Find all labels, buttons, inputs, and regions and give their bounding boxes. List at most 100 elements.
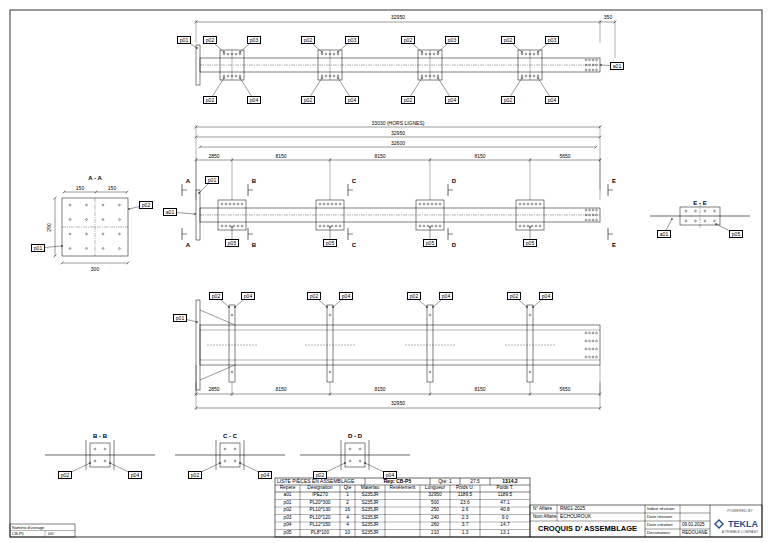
table-rule: [275, 529, 530, 530]
drawing-label: Revêtement: [390, 486, 416, 491]
stiffener: [229, 305, 235, 382]
drawing-label: 150: [108, 186, 116, 191]
tekla-logo: [716, 521, 722, 527]
dimension-tick: [127, 262, 130, 265]
bolt-hole: [425, 53, 427, 55]
bolt-hole: [321, 53, 323, 55]
drawing-label: Qté: 1: [438, 479, 452, 484]
leader-line: [411, 78, 422, 96]
bolt-hole: [519, 203, 521, 205]
bolt-hole: [695, 220, 697, 222]
section-arrow: [608, 190, 613, 191]
tekla-logo: [714, 519, 724, 529]
leader-dot: [671, 218, 673, 220]
leader-dot: [521, 51, 523, 53]
drawing-label: 1314.2: [502, 479, 517, 484]
drawing-label: D: [452, 242, 456, 248]
leader-line: [129, 207, 139, 209]
bolt-hole: [704, 220, 706, 222]
bolt-hole: [94, 448, 96, 450]
drawing-label: 1: [346, 493, 349, 498]
part-mark: p04: [339, 292, 353, 300]
splice-plate: [220, 443, 240, 467]
splice-plate: [316, 200, 344, 230]
bolt-hole: [439, 225, 441, 227]
drawing-label: Repère: [280, 486, 296, 491]
part-mark-text: p05: [526, 240, 534, 246]
bolt-hole: [596, 59, 598, 61]
leader-dot: [426, 306, 428, 308]
dimension-tick: [95, 191, 98, 194]
sheet-frame: [10, 10, 762, 537]
part-mark-text: p03: [348, 37, 356, 43]
title-rule: [530, 513, 645, 514]
leader-dot: [432, 306, 434, 308]
part-mark-text: p03: [448, 37, 456, 43]
drawing-label: a01: [283, 493, 291, 498]
bolt-hole: [69, 248, 71, 250]
bolt-hole: [592, 209, 594, 211]
table-rule: [430, 478, 431, 485]
leader-line: [319, 300, 327, 307]
drawing-label: Matériau: [361, 486, 380, 491]
bolt-hole: [596, 219, 598, 221]
drawing-label: 32950: [391, 401, 405, 406]
leader-dot: [61, 245, 63, 247]
drawing-label: B: [252, 242, 256, 248]
stiffener: [427, 305, 433, 382]
part-mark: p03: [545, 36, 559, 44]
leader-line: [311, 78, 322, 96]
bolt-hole: [521, 53, 523, 55]
leader-dot: [421, 77, 423, 79]
hidden-line: [305, 345, 355, 346]
part-mark: p05: [729, 230, 743, 238]
bolt-hole: [589, 219, 591, 221]
part-mark-text: p02: [310, 293, 318, 299]
center-line: [700, 203, 701, 229]
bolt-hole: [427, 203, 429, 205]
bolt-hole: [537, 53, 539, 55]
bolt-hole: [589, 348, 591, 350]
drawing-label: 260: [431, 523, 439, 528]
bolt-hole: [539, 225, 541, 227]
bolt-hole: [86, 248, 88, 250]
dimension-tick: [595, 146, 598, 149]
leader-dot: [437, 77, 439, 79]
drawing-label: Longueur: [425, 486, 445, 491]
drawing-label: Nom Affaire: [533, 515, 556, 520]
drawing-label: 4: [346, 516, 349, 521]
drawing-label: 3.7: [462, 523, 469, 528]
dimension-tick: [126, 191, 129, 194]
hidden-line: [405, 345, 455, 346]
part-mark-text: p05: [326, 240, 334, 246]
bolt-hole: [227, 53, 229, 55]
drawing-label: 300: [91, 267, 99, 272]
hidden-line: [207, 345, 257, 346]
leader-dot: [529, 226, 531, 228]
drawing-label: 1189.5: [458, 493, 472, 498]
drawing-label: B - B: [93, 433, 107, 439]
leader-dot: [231, 226, 233, 228]
section-arrow: [348, 190, 353, 191]
drawing-label: 240: [431, 516, 439, 521]
bolt-hole: [585, 356, 587, 358]
part-mark-text: p04: [250, 97, 258, 103]
bolt-hole: [592, 332, 594, 334]
bolt-hole: [533, 75, 535, 77]
part-mark: p03: [345, 36, 359, 44]
flange-line: [200, 360, 600, 361]
leader-line: [511, 78, 522, 96]
title-rule: [645, 513, 710, 514]
drawing-label: PL20*300: [309, 501, 330, 506]
bolt-hole: [239, 53, 241, 55]
table-rule: [10, 530, 75, 531]
leader-line: [199, 184, 208, 193]
bolt-hole: [104, 460, 106, 462]
drawing-label: 32600: [391, 141, 405, 146]
leader-line: [338, 44, 347, 52]
part-mark-text: p02: [206, 37, 214, 43]
table-rule: [490, 478, 491, 485]
extension-line: [615, 20, 616, 58]
beam: [200, 208, 600, 222]
title-rule: [645, 521, 710, 522]
